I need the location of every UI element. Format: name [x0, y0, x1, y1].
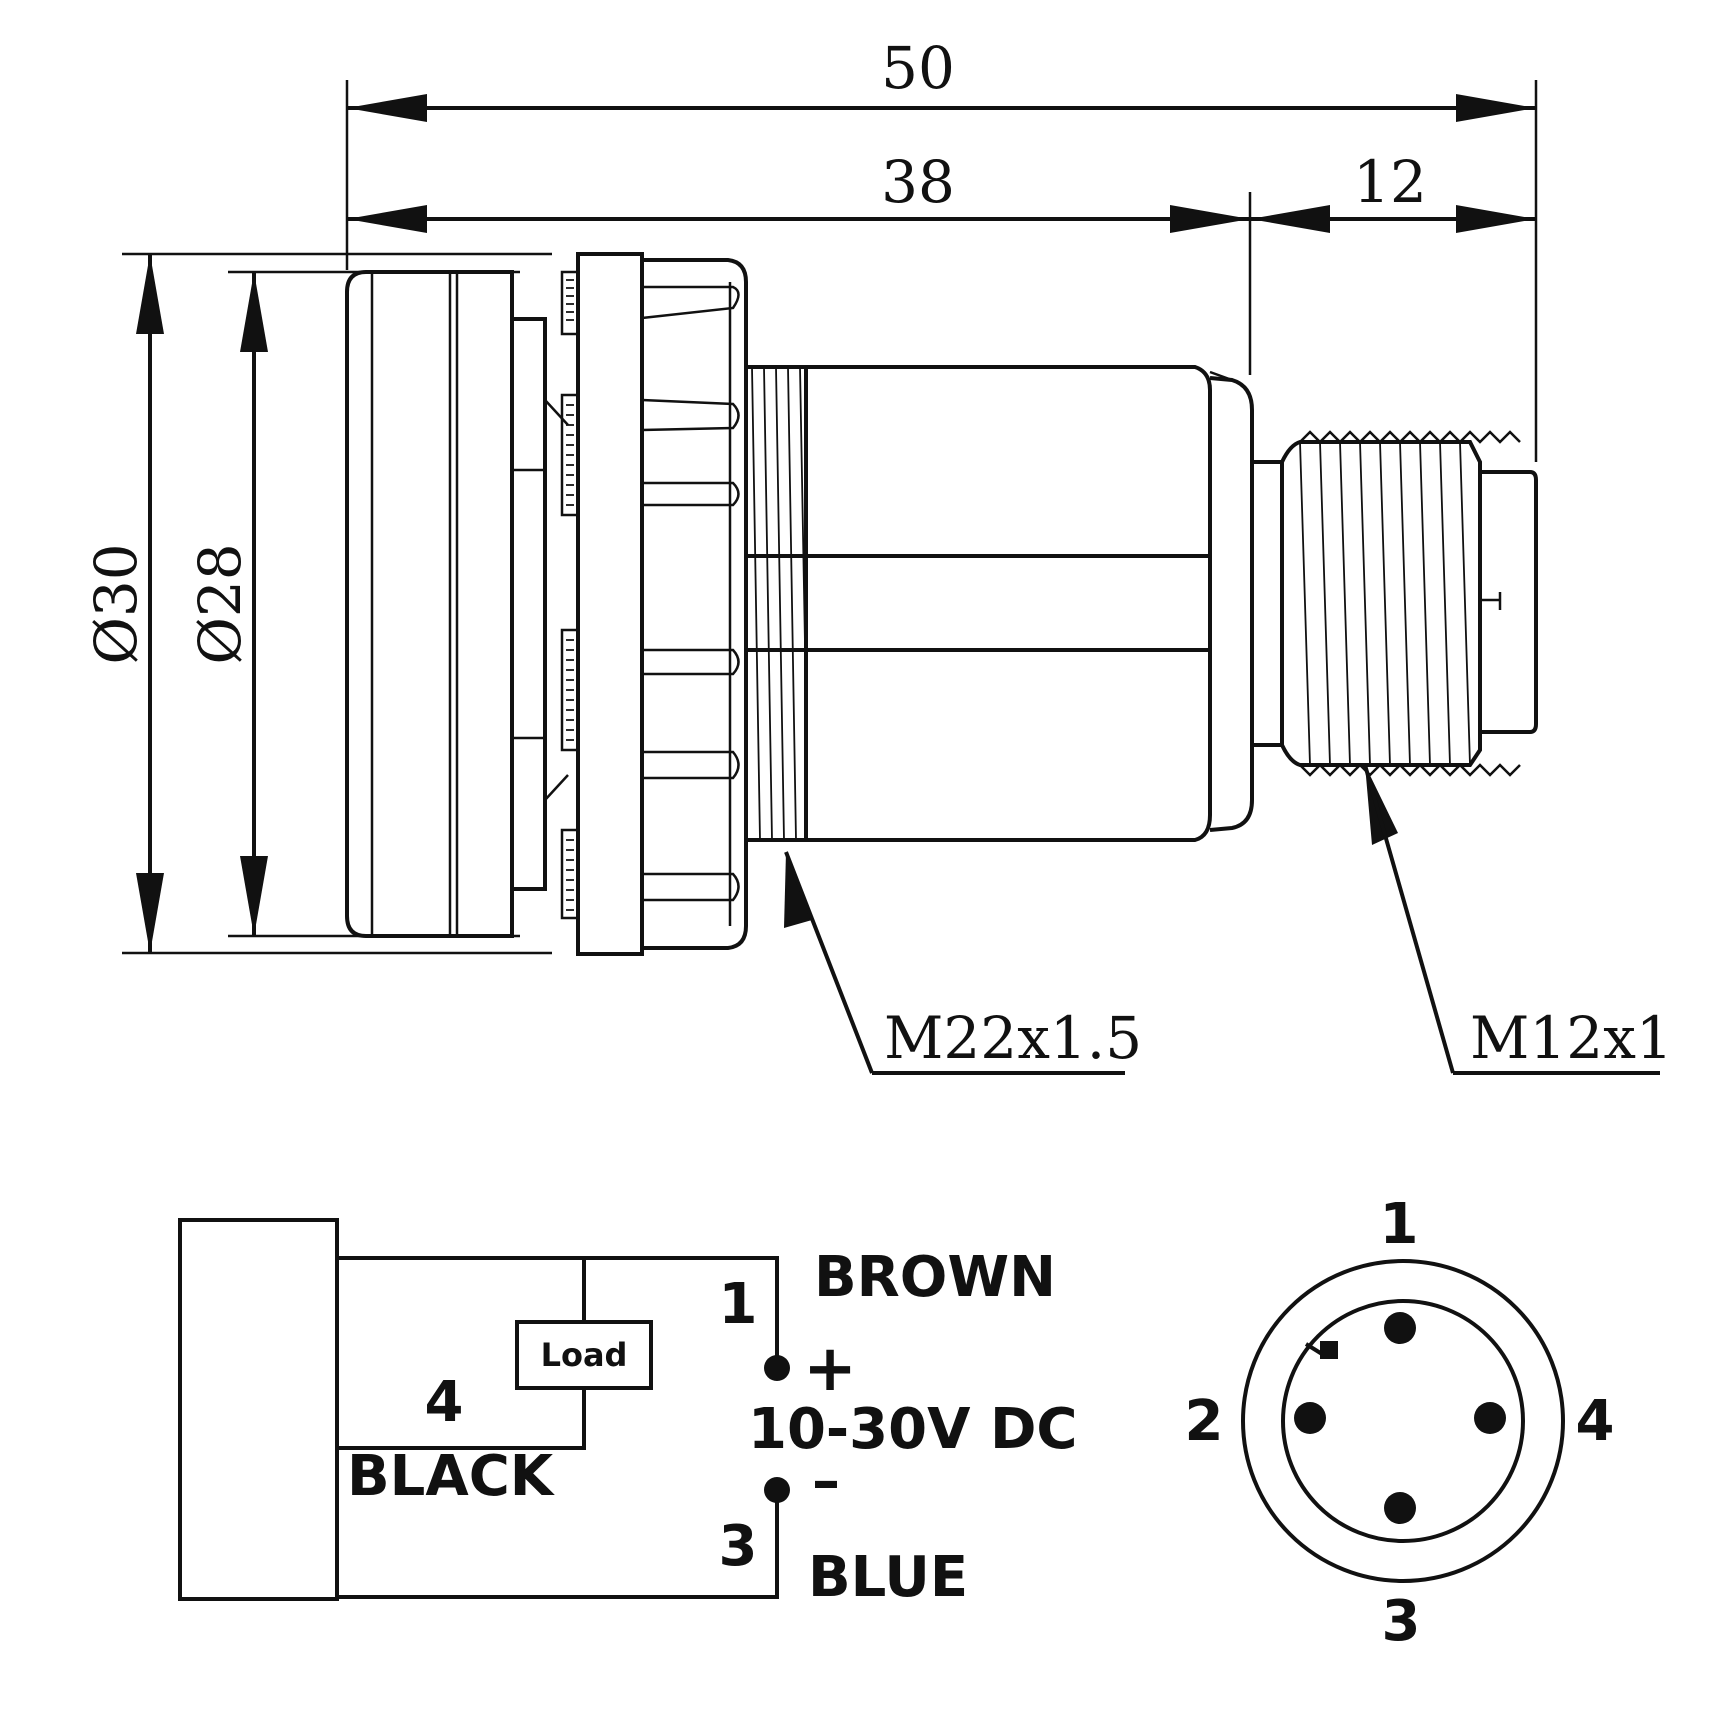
- connector-outer-ring: [1241, 1259, 1565, 1583]
- connector-pinout: 1 2 3 4: [1185, 1192, 1615, 1654]
- wiring-diagram: Load BROWN 1 + 10-30V DC – 3 BLUE 4 BLAC…: [178, 1218, 1078, 1610]
- blue-wire: [337, 1490, 779, 1599]
- brown-wire: [337, 1256, 779, 1368]
- mounting-nut: [576, 252, 748, 956]
- pin1-number-label: 1: [719, 1272, 758, 1337]
- dimension-12-label: 12: [1353, 148, 1427, 216]
- pin-4: [1474, 1402, 1506, 1434]
- load-label: Load: [541, 1336, 628, 1374]
- head-rear-step: [510, 317, 569, 891]
- dimension-38-label: 38: [881, 148, 955, 216]
- sensor-head: [345, 270, 514, 938]
- pin-3-label: 3: [1382, 1589, 1421, 1654]
- dimension-50-label: 50: [881, 34, 955, 102]
- nut-teeth-strip: [560, 270, 580, 920]
- minus-sign: –: [812, 1449, 840, 1514]
- terminal-plus: [764, 1355, 790, 1381]
- pin3-number-label: 3: [719, 1514, 758, 1579]
- dimension-diameter-28: Ø28: [186, 272, 268, 936]
- cylinder-body: [744, 365, 1254, 842]
- pin-2: [1294, 1402, 1326, 1434]
- dimension-12: 12: [1250, 148, 1536, 233]
- black-wire: [337, 1388, 586, 1450]
- leader-m22: M22x1.5: [784, 851, 1142, 1075]
- pin4-number-label: 4: [425, 1370, 464, 1435]
- pin3-color-label: BLUE: [808, 1545, 968, 1610]
- pin4-color-label: BLACK: [347, 1444, 556, 1509]
- threaded-body: [744, 365, 810, 842]
- dimension-diameter-30-label: Ø30: [82, 543, 150, 664]
- coding-key: [1320, 1341, 1338, 1359]
- pin1-color-label: BROWN: [814, 1245, 1056, 1310]
- supply-voltage-label: 10-30V DC: [748, 1397, 1078, 1462]
- dimension-diameter-28-label: Ø28: [186, 543, 254, 664]
- pin-1-label: 1: [1380, 1192, 1419, 1257]
- plus-sign: +: [803, 1332, 857, 1406]
- m12-connector: [1252, 430, 1538, 777]
- dimension-50: 50: [347, 34, 1536, 122]
- leader-m22-label: M22x1.5: [884, 1004, 1142, 1072]
- pin-4-label: 4: [1576, 1389, 1615, 1454]
- dimension-38: 38: [347, 148, 1250, 233]
- pin-2-label: 2: [1185, 1389, 1224, 1454]
- pin-1: [1384, 1312, 1416, 1344]
- dimension-diameter-30: Ø30: [82, 254, 164, 953]
- terminal-minus: [764, 1477, 790, 1503]
- sensor-block: [178, 1218, 339, 1601]
- sensor-mechanical-drawing: 50 38 12 Ø30: [82, 34, 1673, 1075]
- connector-inner-ring: [1281, 1299, 1525, 1543]
- leader-m12-label: M12x1: [1470, 1004, 1673, 1072]
- leader-m12: M12x1: [1363, 764, 1673, 1075]
- pin-3: [1384, 1492, 1416, 1524]
